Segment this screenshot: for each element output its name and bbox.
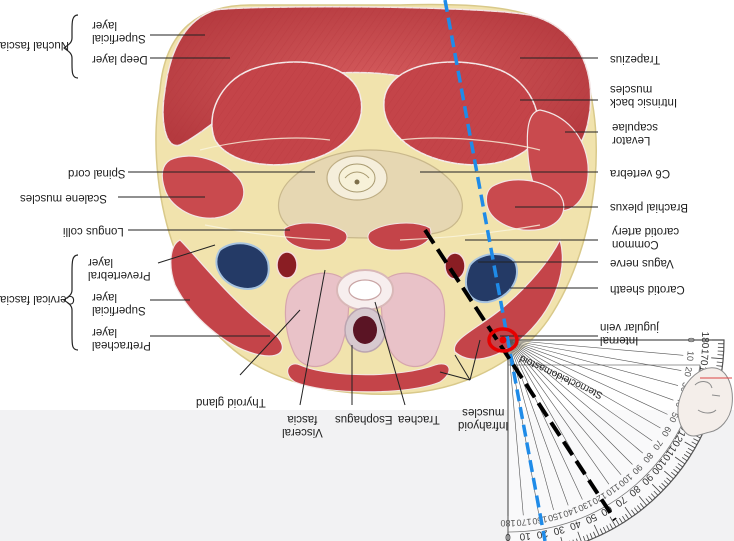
label-common-carotid-artery: Common carotid artery	[612, 224, 679, 250]
protractor-outer-number: 0	[505, 531, 511, 541]
label-internal-jugular-vein: Internal jugular vein	[600, 320, 659, 346]
protractor-outer-number: 170	[698, 348, 710, 366]
protractor-tick	[718, 355, 724, 356]
label-intrinsic-back-muscles: Intrinsic back muscles	[610, 82, 677, 108]
label-trapezius: Trapezius	[610, 52, 660, 65]
spinal-cord	[339, 164, 375, 192]
label-pretracheal-layer: Pretracheal layer	[92, 325, 151, 351]
common-carotid-artery-left	[277, 252, 297, 278]
protractor-inner-number: 180	[500, 518, 515, 528]
protractor-inner-number: 170	[516, 517, 532, 528]
label-scalene-muscles: Scalene muscles	[20, 191, 107, 204]
label-infrahyoid-muscles: Infrahyoid muscles	[458, 405, 509, 431]
protractor-inner-number: 10	[685, 351, 696, 362]
protractor-inner-number: 20	[682, 366, 694, 378]
label-brachial-plexus: Brachial plexus	[610, 200, 688, 213]
protractor-outer-number: 10	[519, 530, 531, 541]
label-c6-vertebra: C6 vertebra	[610, 166, 670, 179]
label-longus-colli: Longus colli	[63, 224, 124, 237]
label-esophagus: Esophagus	[335, 412, 393, 425]
label-nuchal-fascia: Nuchal fascia	[0, 38, 69, 51]
label-spinal-cord: Spinal cord	[68, 166, 126, 179]
label-prevertebral-layer: Prevertebral layer	[88, 255, 151, 281]
label-trachea: Trachea	[398, 412, 440, 425]
label-superficial-layer-top: Superficial layer	[92, 18, 146, 44]
label-carotid-sheath: Carotid sheath	[610, 282, 685, 295]
label-superficial-layer-mid: Superficial layer	[92, 290, 146, 316]
protractor-outer-number: 180	[699, 332, 710, 349]
label-thyroid-gland: Thyroid gland	[196, 395, 266, 408]
label-levator-scapulae: Levator scapulae	[612, 120, 658, 146]
label-vagus-nerve: Vagus nerve	[610, 256, 674, 269]
label-visceral-fascia: Visceral fascia	[282, 412, 323, 438]
label-cervical-fascia: Cervical fascia	[0, 292, 75, 305]
protractor-inner-number: 0	[686, 337, 696, 342]
label-deep-layer: Deep layer	[92, 52, 148, 65]
